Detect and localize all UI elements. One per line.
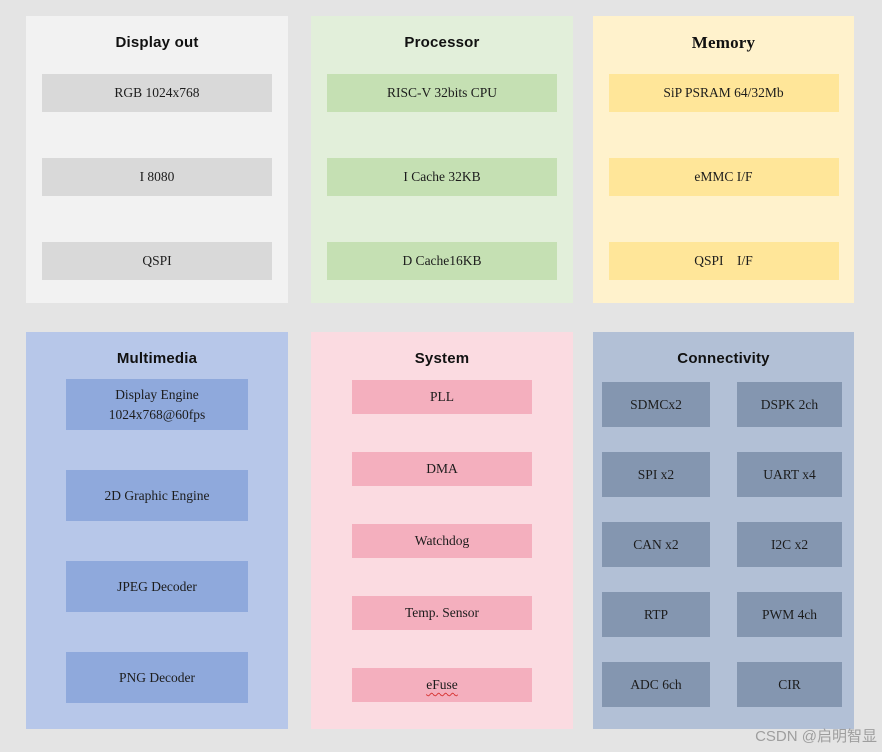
connectivity-item: CAN x2 [602,522,710,567]
connectivity-item: DSPK 2ch [737,382,842,427]
connectivity-item: SDMCx2 [602,382,710,427]
panel-title-processor: Processor [404,34,480,51]
system-item: Temp. Sensor [352,596,532,630]
system-item: PLL [352,380,532,414]
multimedia-item: PNG Decoder [66,652,248,703]
system-item: eFuse [352,668,532,702]
connectivity-item: SPI x2 [602,452,710,497]
panel-processor: Processor RISC-V 32bits CPU I Cache 32KB D… [311,16,573,303]
connectivity-item: I2C x2 [737,522,842,567]
panel-memory: Memory SiP PSRAM 64/32Mb eMMC I/F QSPI I/F [593,16,854,303]
display-out-item: QSPI [42,242,272,280]
memory-item: eMMC I/F [608,158,839,196]
connectivity-item: CIR [737,662,842,707]
system-item: DMA [352,452,532,486]
multimedia-item: JPEG Decoder [66,561,248,612]
panel-items-memory: SiP PSRAM 64/32Mb eMMC I/F QSPI I/F [593,53,854,280]
connectivity-item: ADC 6ch [602,662,710,707]
connectivity-item: PWM 4ch [737,592,842,637]
processor-item: I Cache 32KB [327,158,557,196]
panel-title-display-out: Display out [115,34,199,51]
connectivity-item: RTP [602,592,710,637]
panel-items-processor: RISC-V 32bits CPU I Cache 32KB D Cache16KB [311,53,573,280]
display-out-item: RGB 1024x768 [42,74,272,112]
panel-title-memory: Memory [691,33,756,52]
processor-item: D Cache16KB [327,242,557,280]
system-item: Watchdog [352,524,532,558]
panel-title-connectivity: Connectivity [677,350,770,367]
csdn-watermark: CSDN @启明智显 [755,728,877,745]
display-out-item: I 8080 [42,158,272,196]
panel-title-multimedia: Multimedia [116,350,198,367]
panel-title-system: System [414,350,470,367]
processor-item: RISC-V 32bits CPU [327,74,557,112]
multimedia-item: 2D Graphic Engine [66,470,248,521]
memory-item: QSPI I/F [608,242,839,280]
memory-item: SiP PSRAM 64/32Mb [608,74,839,112]
connectivity-item: UART x4 [737,452,842,497]
